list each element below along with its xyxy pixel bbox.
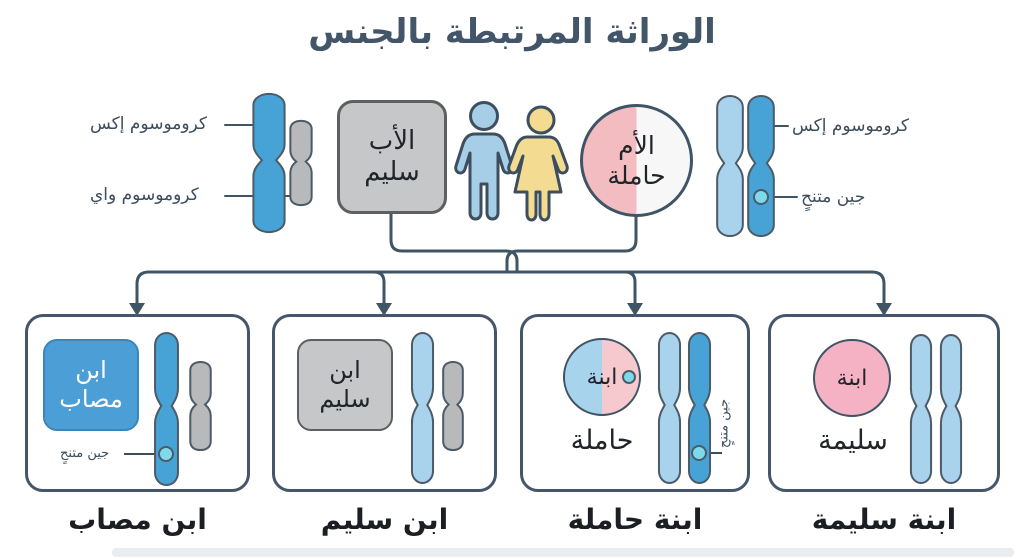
carrier-daughter-gene-pointer [708,452,722,454]
affected-son-caption: ابن مصاب [68,503,207,536]
affected-son-badge-line1: ابن [75,356,107,385]
affected-son-y-chromosome-icon [188,361,213,451]
affected-son-x-chromosome-icon [154,332,179,486]
affected-son-gene-label: جين متنحٍ [60,446,110,461]
affected-son-gene-pointer [124,453,162,455]
carrier-daughter-badge-gene-dot [622,370,636,384]
carrier-daughter-badge: ابنة [563,338,641,416]
affected-son-badge-line2: مصاب [59,385,123,413]
healthy-daughter-badge: ابنة [813,339,891,417]
mother-x-chromosome-carrier-icon [747,95,775,237]
mother-x-chromosome-label: كروموسوم إكس [792,116,910,136]
healthy-daughter-badge-label: ابنة [836,365,868,391]
healthy-son-badge-line1: ابن [329,356,361,385]
affected-son-gene-dot [158,446,174,462]
carrier-daughter-gene-dot [691,445,707,461]
healthy-daughter-x-chromosome-1-icon [910,334,932,484]
female-figure-head [526,105,556,135]
arrowhead-4 [876,303,892,316]
mid-drop-right [623,270,637,307]
male-figure-head [469,101,499,131]
arrowhead-3 [627,303,643,316]
healthy-son-x-chromosome-icon [411,332,434,484]
mother-label-line2: حاملة [607,160,666,190]
father-connector-line [389,212,519,274]
female-figure-body [507,135,569,222]
healthy-son-badge: ابن سليم [297,339,393,431]
healthy-daughter-x-chromosome-2-icon [940,334,962,484]
healthy-daughter-card: ابنة سليمة [768,314,1000,492]
mother-label-line1: الأم [618,130,655,160]
affected-son-badge: ابن مصاب [43,339,139,431]
mother-x-chromosome-normal-icon [716,95,744,237]
healthy-son-card: ابن سليم [272,314,497,492]
arrowhead-1 [129,303,145,316]
parents-couple-icon [454,101,569,222]
page-title: الوراثة المرتبطة بالجنس [308,12,716,52]
mid-drop-left [372,270,386,307]
healthy-daughter-caption: ابنة سليمة [811,503,957,536]
father-x-chromosome-label: كروموسوم إكس [90,114,208,134]
male-figure-body [454,132,514,221]
carrier-daughter-gene-label: جين متنحٍ [716,398,732,449]
carrier-daughter-x-chromosome-carrier-icon [688,332,711,484]
carrier-daughter-card: ابنة حاملة جين متنحٍ [520,314,750,492]
mother-recessive-gene-dot [753,189,769,205]
father-label-line2: سليم [364,157,420,187]
carrier-daughter-caption: ابنة حاملة [567,503,703,536]
father-y-chromosome-icon [288,120,314,206]
distribution-line [135,270,886,307]
carrier-daughter-x-chromosome-normal-icon [658,332,681,484]
carrier-daughter-badge-label: ابنة [586,364,618,390]
healthy-son-y-chromosome-icon [441,361,465,451]
healthy-son-badge-line2: سليم [319,385,371,413]
carrier-daughter-status: حاملة [570,425,634,456]
father-x-chromosome-icon [252,93,286,233]
mother-node: الأم حاملة [580,104,693,217]
healthy-daughter-status: سليمة [818,425,888,456]
affected-son-card: ابن مصاب جين متنحٍ [25,314,250,492]
father-y-chromosome-label: كروموسوم واي [90,185,199,205]
father-node: الأب سليم [337,100,447,214]
arrowhead-2 [376,303,392,316]
healthy-son-caption: ابن سليم [320,503,449,536]
mother-recessive-gene-label: جين متنحٍ [801,187,866,207]
father-label-line1: الأب [368,126,416,157]
mother-connector-line [505,215,638,274]
bottom-strip [112,548,1014,557]
